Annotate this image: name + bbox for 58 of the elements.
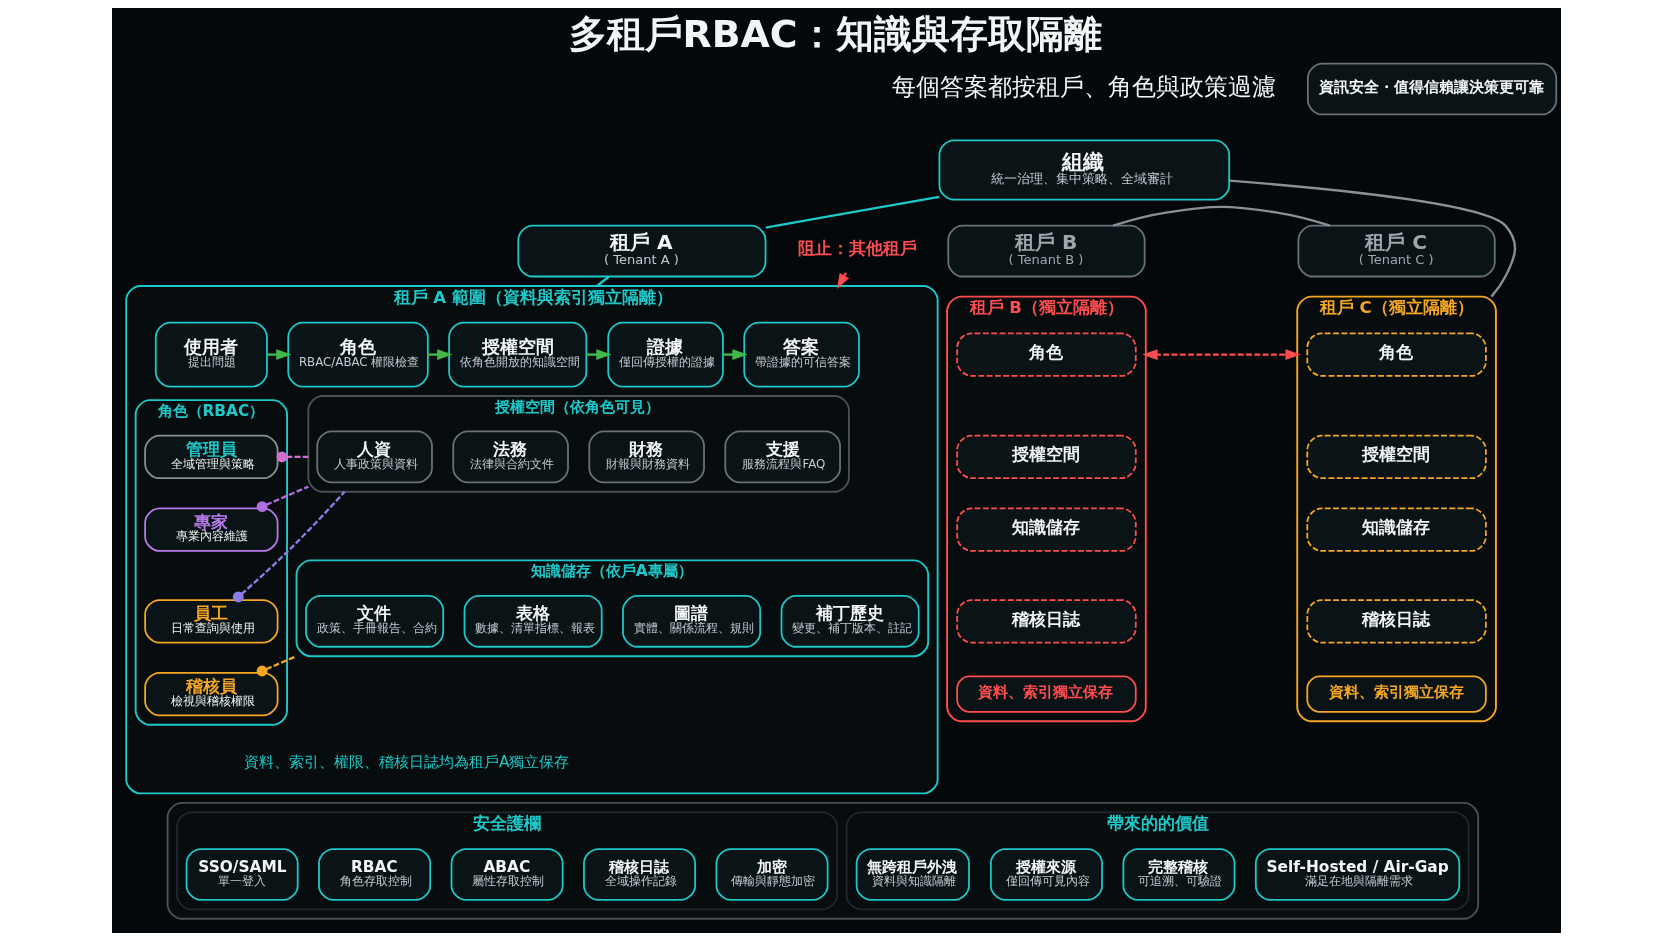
- node-box: 稽核員 檢視與稽核權限: [143, 671, 278, 717]
- arrow: [1141, 349, 1301, 360]
- node-box: 財務 財報與財務資料: [587, 430, 705, 484]
- node-box: 授權來源 僅回傳可見內容: [989, 848, 1103, 901]
- node-box: 資料、索引獨立保存: [955, 675, 1137, 713]
- node-box: 專家 專業內容維護: [143, 507, 278, 552]
- connector: [276, 451, 308, 463]
- node-box: 管理員 全域管理與策略: [143, 434, 278, 480]
- node-box: SSO/SAML 單一登入: [185, 848, 299, 901]
- node-box: 租戶 B ( Tenant B ): [946, 224, 1145, 278]
- node-box: 授權空間 依角色開放的知識空間: [447, 321, 587, 388]
- arrow: [267, 349, 292, 360]
- connector: [256, 655, 297, 677]
- node-box: 加密 傳輸與靜態加密: [715, 848, 828, 901]
- node-box: 圖譜 實體、關係流程、規則: [621, 595, 761, 648]
- node-box: 答案 帶證據的可信答案: [742, 321, 860, 388]
- node-box: 員工 日常查詢與使用: [143, 599, 278, 644]
- node-box: 授權空間: [1305, 434, 1487, 480]
- node-box: 稽核日誌: [1305, 599, 1487, 644]
- node-box: 稽核日誌: [955, 599, 1137, 644]
- connector: [1228, 179, 1516, 298]
- arrow: [722, 349, 748, 360]
- node-box: 組織 統一治理、集中策略、全域審計: [938, 139, 1230, 201]
- node-box: 補丁歷史 變更、補丁版本、註記: [780, 595, 920, 648]
- node-box: 稽核日誌 全域操作記錄: [582, 848, 696, 901]
- arrow: [585, 349, 612, 360]
- node-box: 人資 人事政策與資料: [315, 430, 433, 484]
- node-box: 法務 法律與合約文件: [451, 430, 569, 484]
- node-text: 阻止：其他租戶: [797, 239, 917, 259]
- node-box: 表格 數據、清單指標、報表: [463, 595, 603, 648]
- connector: [595, 275, 610, 287]
- node-box: 知識儲存: [955, 507, 1137, 552]
- label: 每個答案都按租戶、角色與政策過濾: [891, 72, 1276, 101]
- node-box: 資訊安全・值得信賴讓決策更可靠: [1306, 62, 1557, 116]
- node-box: 無跨租戶外洩 資料與知識隔離: [855, 848, 970, 901]
- node-box: RBAC 角色存取控制: [317, 848, 431, 901]
- node-box: 證據 僅回傳授權的證據: [606, 321, 724, 388]
- node-box: 完整稽核 可追溯、可驗證: [1121, 848, 1235, 901]
- arrow: [427, 349, 453, 360]
- node-box: 授權空間: [955, 434, 1137, 480]
- node-box: 支援 服務流程與FAQ: [723, 430, 841, 484]
- node-box: 資料、索引獨立保存: [1305, 675, 1487, 713]
- diagram-title: 多租戶RBAC：知識與存取隔離: [568, 11, 1102, 56]
- connector: [232, 491, 345, 603]
- node-box: 角色: [955, 332, 1137, 377]
- node-box: 租戶 C ( Tenant C ): [1297, 224, 1496, 278]
- node-box: ABAC 屬性存取控制: [450, 848, 564, 901]
- node-box: Self-Hosted / Air-Gap 滿足在地與隔離需求: [1254, 848, 1460, 901]
- connector: [256, 485, 309, 513]
- node-box: 文件 政策、手冊報告、合約: [304, 595, 444, 648]
- cluster: [166, 801, 1479, 920]
- node-box: 角色: [1305, 332, 1487, 377]
- node-box: 角色 RBAC/ABAC 權限檢查: [286, 321, 429, 388]
- node-box: 使用者 提出問題: [154, 321, 268, 388]
- node-box: 租戶 A ( Tenant A ): [516, 224, 766, 278]
- label: 資料、索引、權限、稽核日誌均為租戶A獨立保存: [243, 752, 569, 771]
- connector: [765, 195, 939, 229]
- node-box: 知識儲存: [1305, 507, 1487, 552]
